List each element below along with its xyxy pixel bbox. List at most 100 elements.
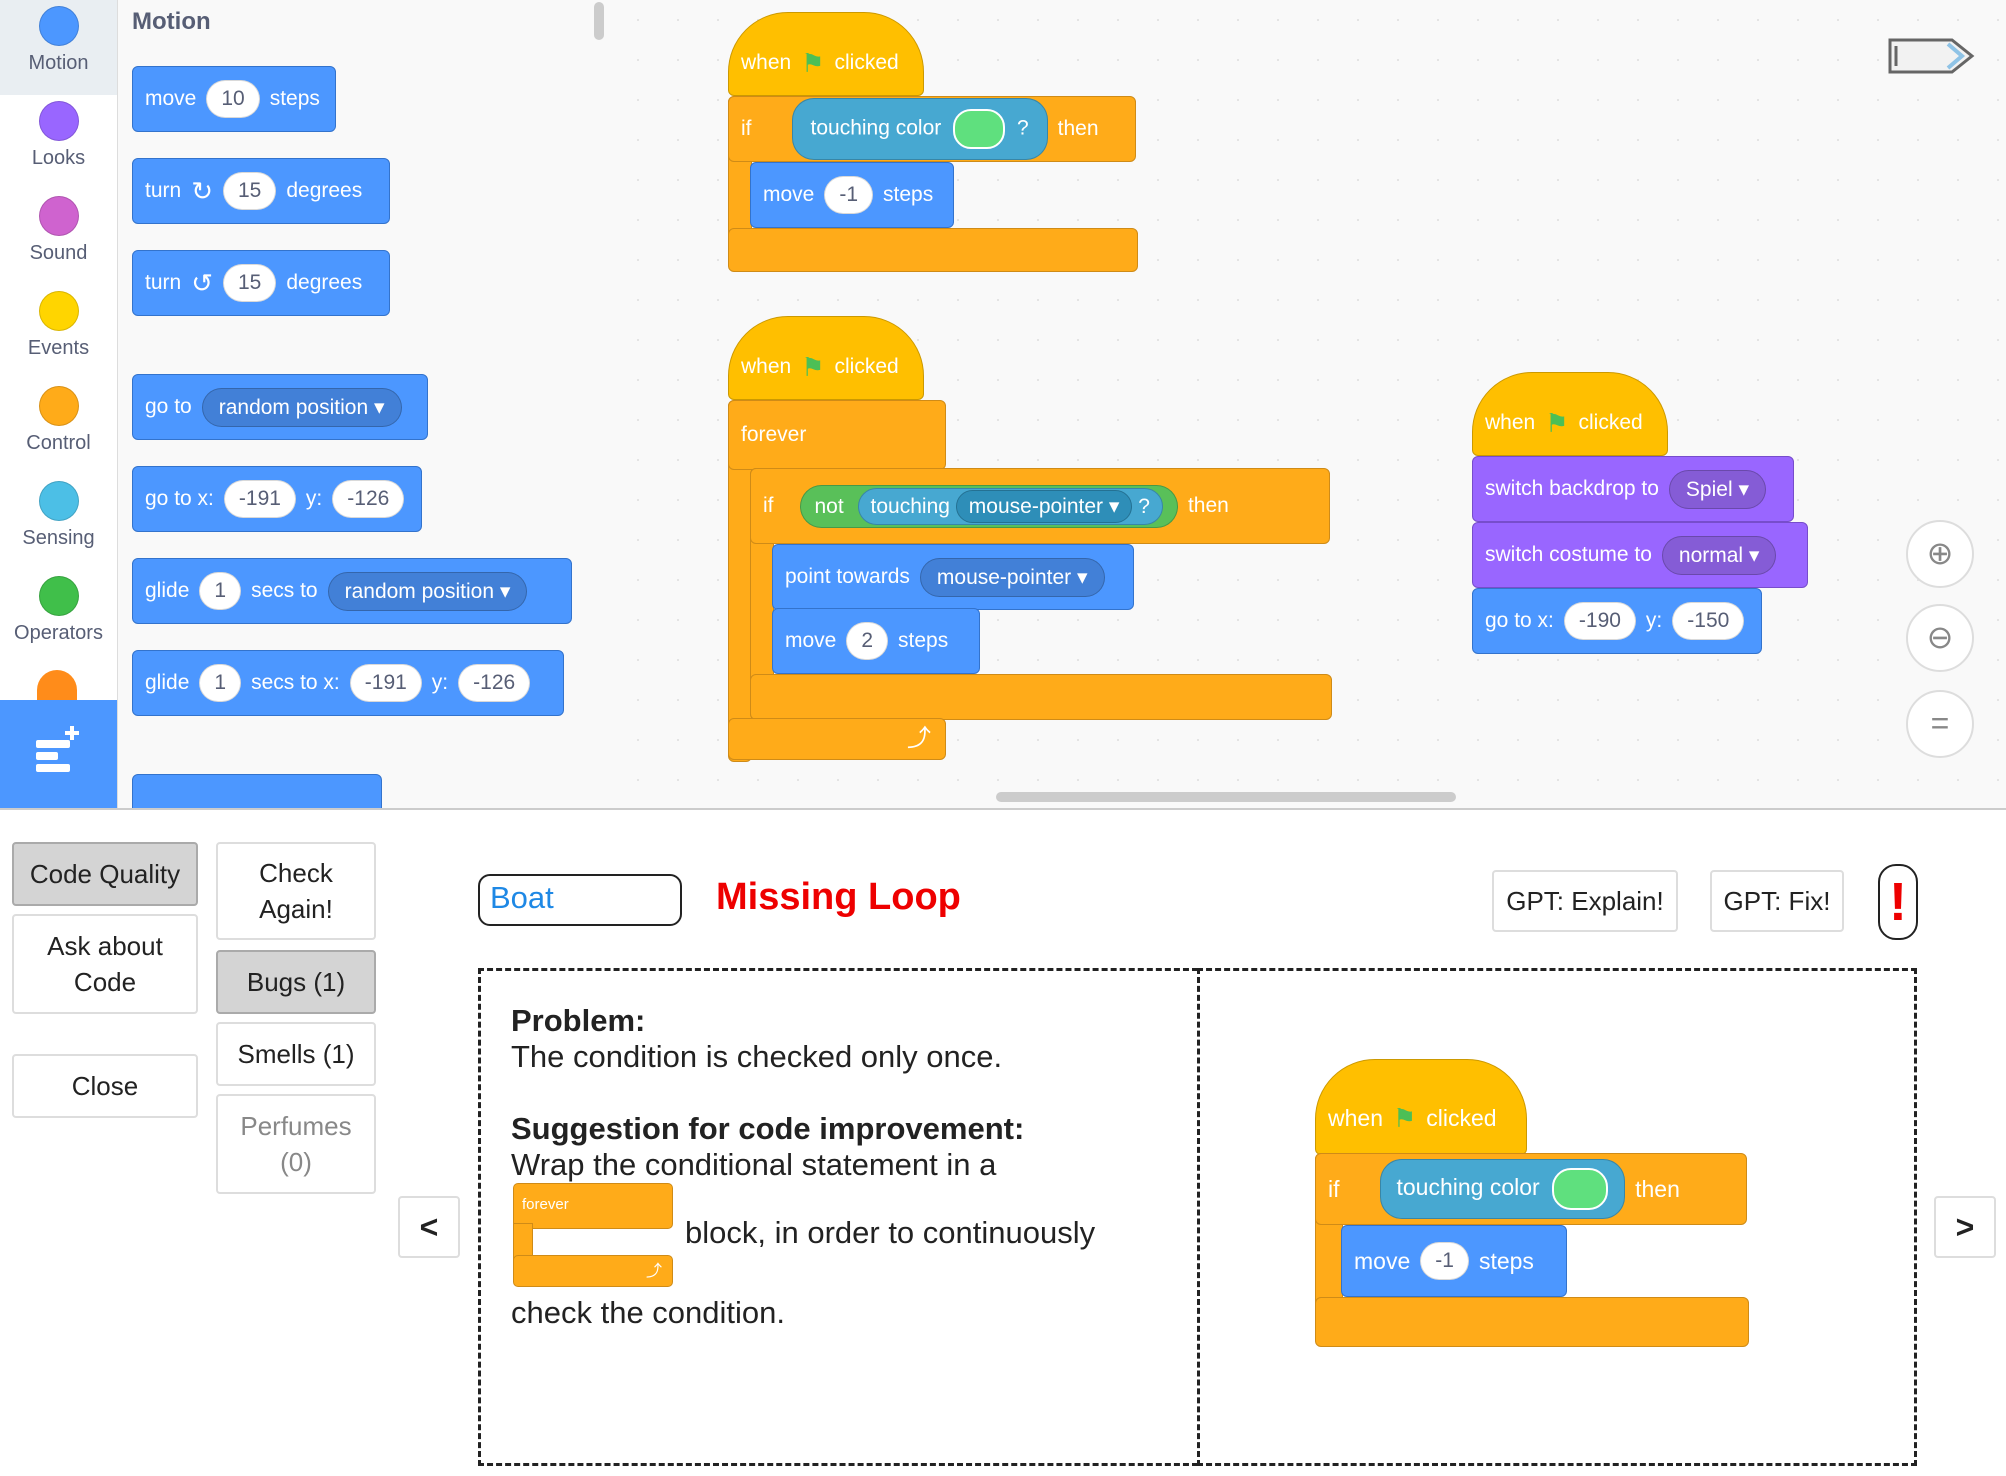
suggestion-line-3: check the condition.	[511, 1295, 786, 1330]
steps-input[interactable]: 2	[846, 622, 889, 660]
block-text: ?	[1016, 116, 1029, 140]
suggestion-line-1: Wrap the conditional statement in a	[511, 1147, 997, 1182]
y-input[interactable]: -126	[458, 664, 531, 702]
variables-icon[interactable]	[37, 670, 77, 700]
forever-block[interactable]: forever	[728, 400, 946, 470]
block-text: move	[145, 87, 197, 110]
switch-costume-block[interactable]: switch costume to normal ▾	[1472, 522, 1808, 588]
block-text: not	[814, 494, 844, 518]
warning-icon[interactable]: !	[1878, 864, 1918, 940]
category-sound[interactable]: Sound	[0, 190, 117, 285]
touching-color-block[interactable]: touching color ?	[791, 98, 1048, 160]
block-text: clicked	[834, 355, 899, 378]
go-to-xy-block[interactable]: go to x: -191 y: -126	[132, 466, 422, 532]
bugs-button[interactable]: Bugs (1)	[216, 950, 376, 1014]
block-text: switch costume to	[1485, 543, 1652, 566]
not-operator-block[interactable]: not touching mouse-pointer ▾ ?	[799, 484, 1178, 528]
operators-icon	[38, 576, 79, 616]
loop-arrow-icon: ⤴	[907, 725, 931, 752]
steps-input[interactable]: -1	[824, 176, 874, 214]
touching-color-block: touching color	[1379, 1159, 1626, 1219]
x-input[interactable]: -190	[1563, 602, 1636, 640]
category-label: Looks	[31, 147, 86, 169]
turn-right-block[interactable]: turn ↻ 15 degrees	[132, 158, 390, 224]
x-input[interactable]: -191	[349, 664, 422, 702]
move-steps-block[interactable]: move 10 steps	[132, 66, 336, 132]
category-motion[interactable]: Motion	[0, 0, 117, 95]
check-again-button[interactable]: Check Again!	[216, 842, 376, 940]
if-then-block[interactable]: if not touching mouse-pointer ▾ ? then	[750, 468, 1330, 544]
block-text: steps	[883, 183, 934, 206]
rotate-left-icon: ↺	[191, 267, 213, 298]
green-flag-icon: ⚑	[1545, 407, 1569, 438]
zoom-in-icon[interactable]: ⊕	[1906, 520, 1974, 588]
sound-icon	[38, 196, 79, 236]
y-input[interactable]: -126	[332, 480, 405, 518]
costume-dropdown[interactable]: normal ▾	[1661, 535, 1777, 575]
steps-input[interactable]: 10	[206, 80, 260, 118]
workspace-horizontal-scrollbar[interactable]	[996, 792, 1456, 802]
block-text: steps	[1478, 1247, 1534, 1274]
sprite-name-field[interactable]: Boat	[478, 874, 682, 926]
palette-scrollbar[interactable]	[594, 2, 604, 40]
extension-icon	[36, 726, 79, 772]
zoom-out-icon[interactable]: ⊖	[1906, 604, 1974, 672]
color-swatch[interactable]	[953, 109, 1006, 149]
block-palette: Motion move 10 steps turn ↻ 15 degrees t…	[118, 0, 619, 808]
when-flag-clicked-hat[interactable]: when ⚑ clicked	[728, 12, 924, 96]
code-quality-button[interactable]: Code Quality	[12, 842, 198, 906]
turn-left-block[interactable]: turn ↺ 15 degrees	[132, 250, 390, 316]
block-text: go to x:	[1485, 609, 1554, 632]
smells-button[interactable]: Smells (1)	[216, 1022, 376, 1086]
forever-block-image: forever ⤴	[513, 1183, 673, 1289]
glide-to-block[interactable]: glide 1 secs to random position ▾	[132, 558, 572, 624]
category-operators[interactable]: Operators	[0, 570, 117, 665]
if-block-bottom	[728, 228, 1138, 272]
go-to-xy-block[interactable]: go to x: -190 y: -150	[1472, 588, 1762, 654]
gpt-fix-button[interactable]: GPT: Fix!	[1710, 870, 1844, 932]
block-text: y:	[431, 671, 449, 694]
category-control[interactable]: Control	[0, 380, 117, 475]
close-button[interactable]: Close	[12, 1054, 198, 1118]
y-input[interactable]: -150	[1672, 602, 1745, 640]
if-then-block[interactable]: if touching color ? then	[728, 96, 1136, 162]
when-flag-clicked-hat[interactable]: when ⚑ clicked	[728, 316, 924, 400]
x-input[interactable]: -191	[223, 480, 296, 518]
degrees-input[interactable]: 15	[222, 172, 277, 210]
category-sensing[interactable]: Sensing	[0, 475, 117, 570]
block-text: glide	[145, 671, 190, 694]
category-looks[interactable]: Looks	[0, 95, 117, 190]
switch-backdrop-block[interactable]: switch backdrop to Spiel ▾	[1472, 456, 1794, 522]
code-workspace[interactable]: when ⚑ clicked if touching color ? then …	[618, 0, 2006, 808]
gpt-explain-button[interactable]: GPT: Explain!	[1492, 870, 1678, 932]
position-dropdown[interactable]: random position ▾	[201, 387, 402, 427]
position-dropdown[interactable]: random position ▾	[327, 571, 528, 611]
when-flag-clicked-hat[interactable]: when ⚑ clicked	[1472, 372, 1668, 456]
zoom-reset-icon[interactable]: =	[1906, 690, 1974, 758]
point-in-direction-block[interactable]	[132, 774, 382, 808]
block-text: when	[1328, 1104, 1383, 1131]
move-steps-block[interactable]: move -1 steps	[750, 162, 954, 228]
touching-dropdown[interactable]: mouse-pointer ▾	[955, 489, 1133, 523]
suggestion-line-2: block, in order to continuously	[685, 1215, 1096, 1250]
point-towards-dropdown[interactable]: mouse-pointer ▾	[919, 557, 1105, 597]
palette-title: Motion	[132, 8, 211, 35]
if-block-bottom	[1315, 1297, 1749, 1347]
block-text: if	[741, 117, 752, 140]
go-to-block[interactable]: go to random position ▾	[132, 374, 428, 440]
backdrop-dropdown[interactable]: Spiel ▾	[1668, 469, 1766, 509]
move-steps-block[interactable]: move 2 steps	[772, 608, 980, 674]
secs-input[interactable]: 1	[199, 572, 242, 610]
block-text: go to	[145, 395, 192, 418]
glide-to-xy-block[interactable]: glide 1 secs to x: -191 y: -126	[132, 650, 564, 716]
ask-about-code-button[interactable]: Ask about Code	[12, 914, 198, 1014]
point-towards-block[interactable]: point towards mouse-pointer ▾	[772, 544, 1134, 610]
secs-input[interactable]: 1	[199, 664, 242, 702]
category-events[interactable]: Events	[0, 285, 117, 380]
next-issue-button[interactable]: >	[1934, 1196, 1996, 1258]
previous-issue-button[interactable]: <	[398, 1196, 460, 1258]
touching-block[interactable]: touching mouse-pointer ▾ ?	[857, 487, 1163, 525]
perfumes-button[interactable]: Perfumes (0)	[216, 1094, 376, 1194]
add-extension-button[interactable]	[0, 700, 117, 808]
degrees-input[interactable]: 15	[222, 264, 277, 302]
